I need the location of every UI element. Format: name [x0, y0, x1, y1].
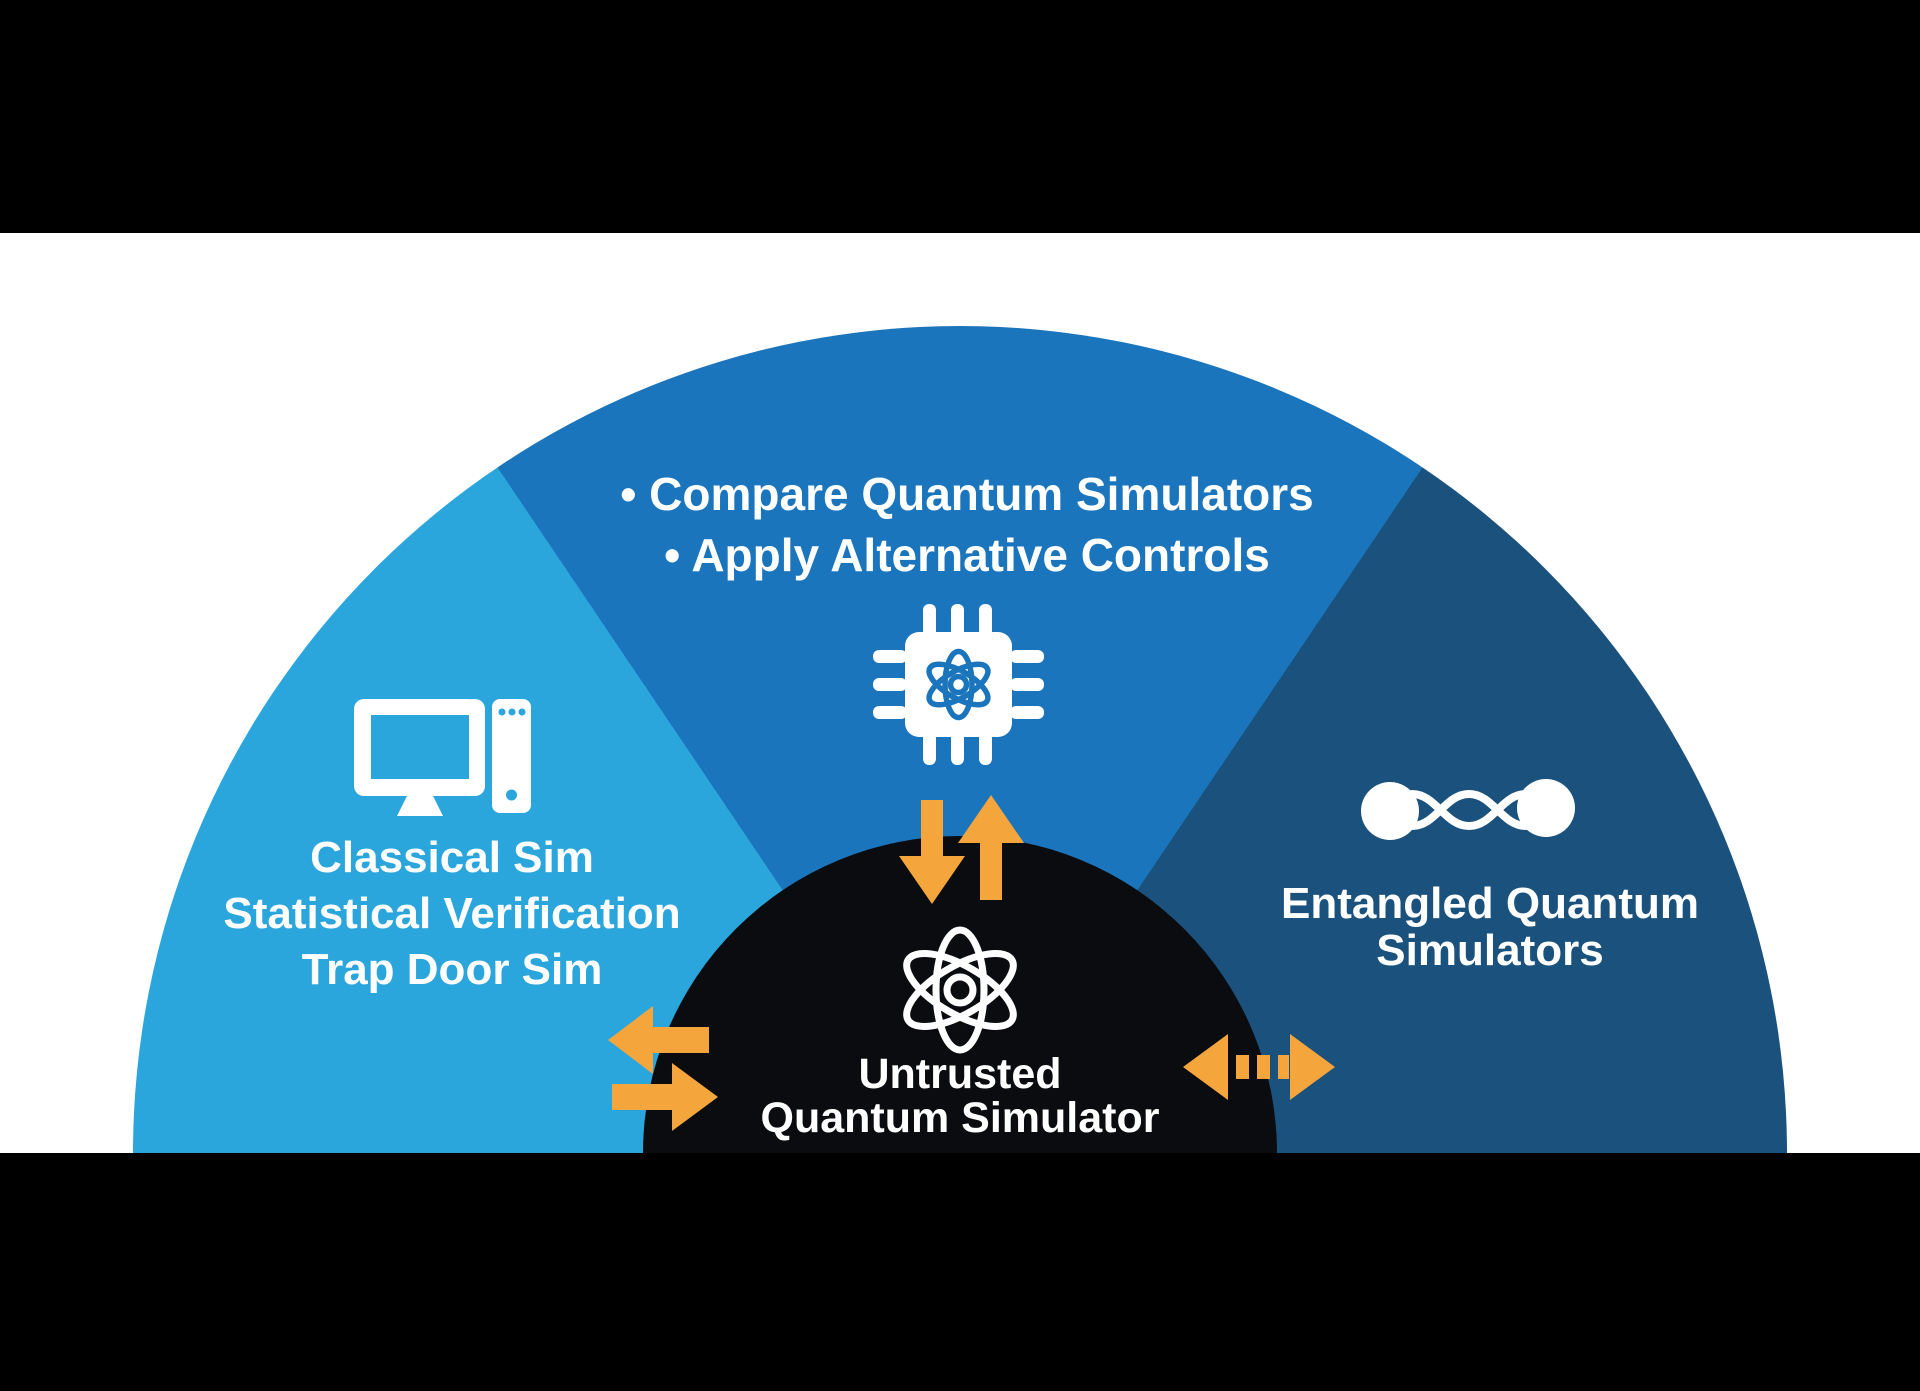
compare-simulators-bullet1: • Compare Quantum Simulators	[620, 468, 1314, 520]
entangled-simulators-line1: Entangled Quantum	[1281, 879, 1699, 928]
untrusted-simulator-label: Untrusted Quantum Simulator	[761, 1052, 1160, 1140]
top-letterbox-bar	[0, 0, 1920, 233]
diagram-canvas: Classical Sim Statistical Verification T…	[0, 233, 1920, 1153]
entangled-simulators-line2: Simulators	[1376, 926, 1604, 975]
entangled-simulators-label: Entangled Quantum Simulators	[1281, 880, 1699, 974]
compare-simulators-label: • Compare Quantum Simulators • Apply Alt…	[620, 464, 1313, 586]
compare-simulators-bullet2: • Apply Alternative Controls	[664, 529, 1270, 581]
untrusted-simulator-line2: Quantum Simulator	[760, 1094, 1160, 1142]
classical-sim-label: Classical Sim Statistical Verification T…	[223, 830, 680, 998]
bottom-letterbox-bar	[0, 1153, 1920, 1391]
classical-sim-line1: Classical Sim	[310, 833, 594, 882]
classical-sim-line3: Trap Door Sim	[301, 945, 603, 994]
untrusted-simulator-line1: Untrusted	[858, 1050, 1062, 1098]
classical-sim-line2: Statistical Verification	[223, 889, 681, 938]
